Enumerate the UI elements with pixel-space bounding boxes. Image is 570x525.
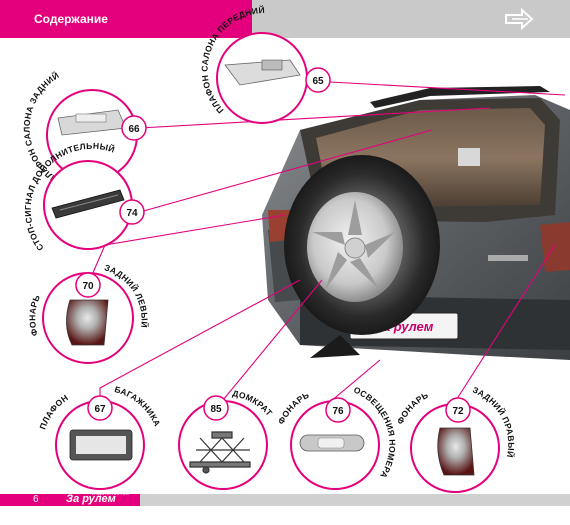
callout-rear-left-lamp[interactable]: 70 ФОНАРЬ ЗАДНИЙ ЛЕВЫЙ [27,262,150,364]
callout-number-badge [119,199,145,225]
callout-number-badge [203,395,229,421]
rear-right-lamp-on-car [540,222,570,272]
callout-number: 66 [128,124,140,135]
tail-lamp-icon [66,299,109,346]
stop-signal-icon [51,189,125,219]
callout-number-badge [305,67,331,93]
callout-number-badge [87,395,113,421]
svg-text:ФОНАРЬ: ФОНАРЬ [27,293,42,337]
footer-gray-bar [0,494,570,506]
callout-label-left: ФОНАРЬ [27,293,41,337]
footer-accent-bar [0,494,140,506]
contents-link[interactable]: Содержание [34,12,108,26]
callout-number-badge [445,397,471,423]
callout-number-badge [121,115,147,141]
callout-number: 70 [82,281,94,292]
callout-trunk-lamp[interactable]: 67 ПЛАФОН БАГАЖНИКА [37,384,162,490]
callout-number-badge [75,272,101,298]
callout-jack[interactable]: 85 ДОМКРАТ [178,388,281,490]
callout-number: 67 [94,404,106,415]
callout-front-interior-lamp[interactable]: 65 ПЛАФОН САЛОНА ПЕРЕДНИЙ [200,4,331,124]
rear-left-lamp-on-car [268,210,290,242]
callout-plate-lamp[interactable]: 76 ФОНАРЬ ОСВЕЩЕНИЯ НОМЕРА [276,385,398,490]
callout-number: 65 [312,76,324,87]
jack-icon [189,431,251,474]
brand-logo: За рулем [66,493,116,505]
callout-number: 74 [126,208,138,219]
double-arrow-right-icon[interactable] [504,8,536,30]
car-rear-view: За рулем [262,86,570,360]
callout-number-badge [325,397,351,423]
callout-number: 85 [210,404,222,415]
brand-tagline: ИЗДАТЕЛЬСТВО [92,491,130,496]
page-number: 6 [33,494,39,505]
callout-number: 72 [452,406,464,417]
page-header: Содержание [0,0,570,38]
tail-lamp-icon [437,427,475,476]
callout-rear-right-lamp[interactable]: 72 ФОНАРЬ ЗАДНИЙ ПРАВЫЙ [395,385,517,493]
callout-number: 76 [332,406,344,417]
header-accent-bar [0,0,252,38]
